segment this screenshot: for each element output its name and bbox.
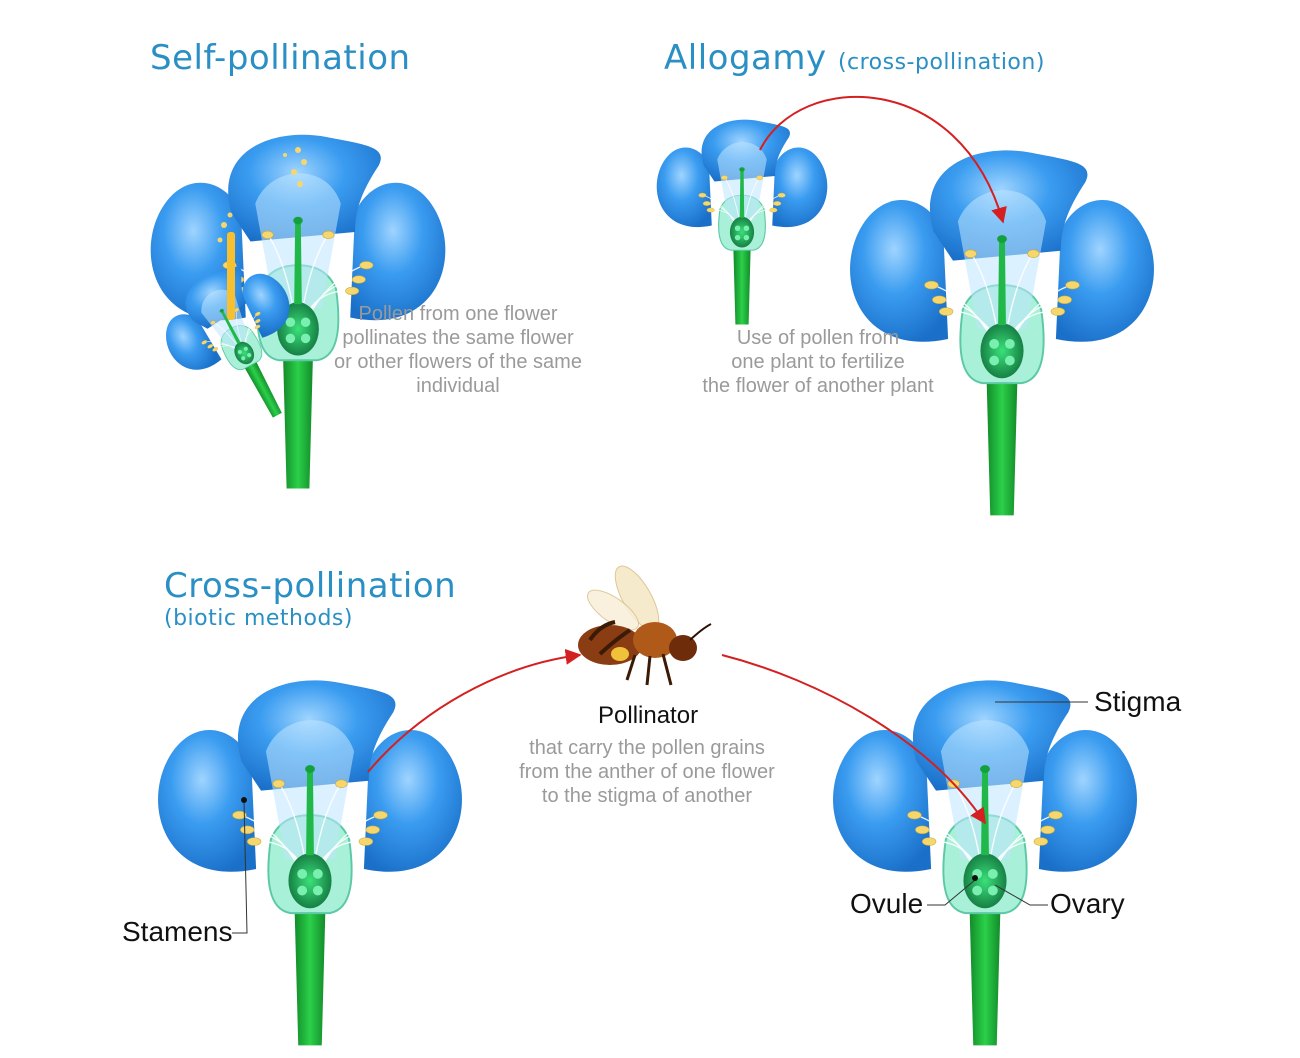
- allogamy-description: Use of pollen from one plant to fertiliz…: [688, 326, 948, 398]
- desc-line: to the stigma of another: [541, 785, 753, 807]
- allogamy-title-main: Allogamy: [664, 38, 827, 78]
- ovary-leader: [994, 884, 1048, 906]
- desc-line: or other flowers of the same: [334, 351, 582, 373]
- bee-to-right-arrow: [721, 654, 986, 825]
- desc-line: Use of pollen from: [736, 327, 900, 349]
- ovule-leader: [927, 879, 976, 906]
- ovary-label: Ovary: [1050, 888, 1125, 919]
- allogamy-arrow: [759, 95, 1007, 224]
- allogamy-title: Allogamy (cross-pollination): [664, 38, 1045, 78]
- desc-line: pollinates the same flower: [342, 327, 574, 349]
- allogamy-flower-small: [656, 119, 828, 326]
- self-pollination-description: Pollen from one flower pollinates the sa…: [328, 302, 588, 398]
- bee-icon: [578, 565, 712, 686]
- pollinator-label: Pollinator: [598, 702, 699, 729]
- pollinator-description: that carry the pollen grains from the an…: [507, 736, 787, 808]
- stigma-label: Stigma: [1094, 686, 1182, 717]
- desc-line: Pollen from one flower: [358, 303, 558, 325]
- bee-to-left-arrow: [367, 648, 582, 773]
- stamens-leader: [232, 799, 248, 934]
- self-pollination-title: Self-pollination: [150, 38, 411, 78]
- self-pollen-transfer-bar: [227, 232, 235, 320]
- cross-flower-left: [157, 679, 463, 1047]
- desc-line: that carry the pollen grains: [529, 737, 765, 759]
- allogamy-subtitle: (cross-pollination): [837, 50, 1045, 75]
- desc-line: the flower of another plant: [702, 375, 934, 397]
- cross-pollination-subtitle: (biotic methods): [164, 606, 353, 631]
- desc-line: individual: [416, 375, 500, 397]
- stamens-label: Stamens: [122, 916, 233, 947]
- self-pollen-grains: [217, 147, 307, 243]
- cross-flower-right: [832, 679, 1138, 1047]
- desc-line: from the anther of one flower: [519, 761, 775, 783]
- cross-pollination-title: Cross-pollination: [164, 566, 457, 606]
- ovule-label: Ovule: [850, 888, 924, 919]
- desc-line: one plant to fertilize: [731, 351, 905, 373]
